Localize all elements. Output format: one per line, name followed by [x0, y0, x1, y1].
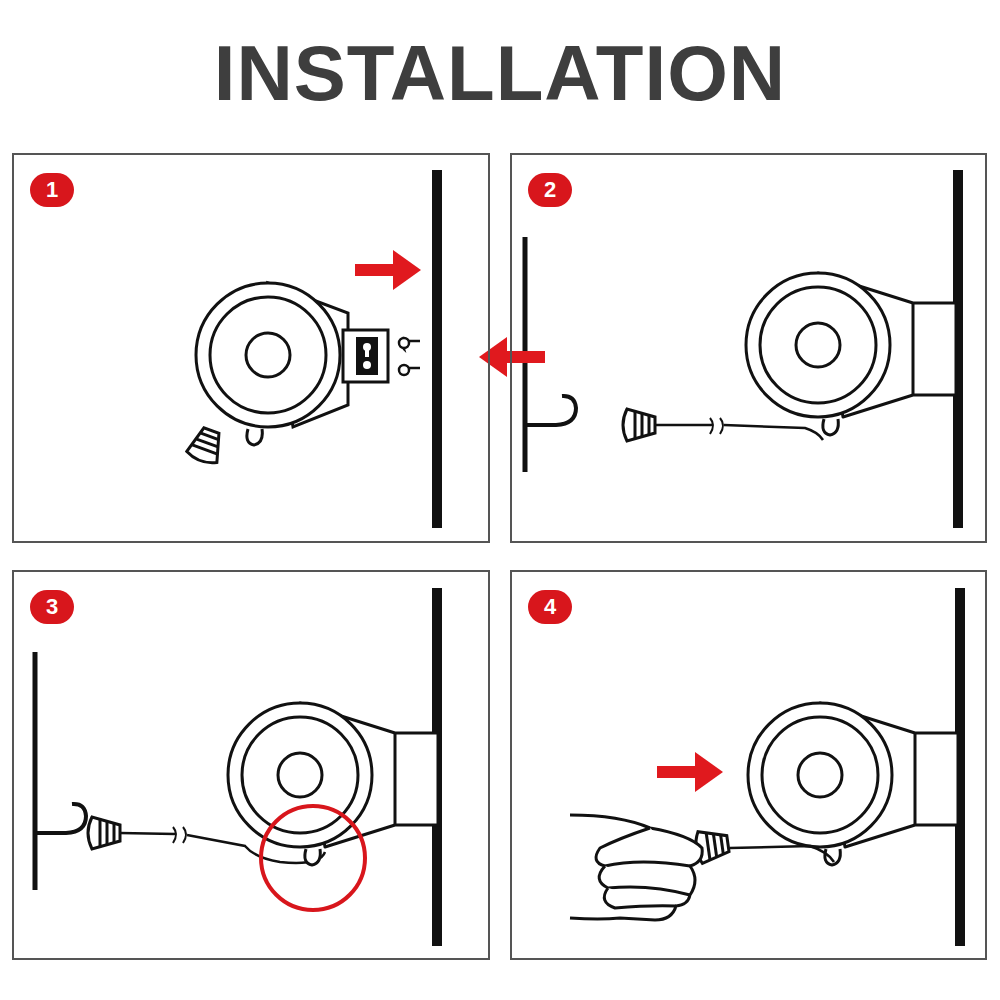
step-number: 3: [30, 590, 74, 624]
page-title: INSTALLATION: [0, 18, 1000, 128]
step-panel: 2: [510, 153, 987, 543]
step-panel: 4: [510, 570, 987, 960]
step-number: 2: [528, 173, 572, 207]
step-panel: 3: [12, 570, 490, 960]
step-number: 1: [30, 173, 74, 207]
step-panel: 1: [12, 153, 490, 543]
step-number: 4: [528, 590, 572, 624]
